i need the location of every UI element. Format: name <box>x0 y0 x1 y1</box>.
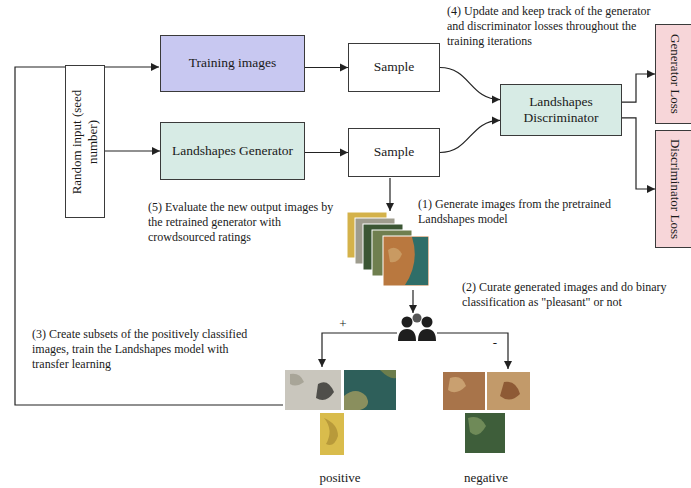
process-box: Landshapes Discriminator <box>500 84 622 136</box>
connector <box>305 152 348 153</box>
connector <box>440 68 500 100</box>
sample-box: Sample <box>348 128 440 177</box>
landscape-thumbnail <box>443 372 485 410</box>
people-icon <box>402 317 413 328</box>
thumbnail-patch <box>290 374 304 386</box>
step-note: (1) Generate images from the pretrained … <box>418 197 638 227</box>
sample-box: Sample <box>348 43 440 92</box>
landscape-thumbnail <box>285 370 341 410</box>
thumbnail-patch <box>324 418 338 445</box>
node-text: Landshapes Discriminator <box>505 94 617 126</box>
landscape-thumbnail <box>465 413 505 453</box>
sample-arrow <box>389 178 390 211</box>
connector <box>622 118 655 189</box>
people-icon <box>418 329 436 341</box>
node-text: Landshapes Generator <box>172 143 293 159</box>
thumbnail-patch <box>344 391 368 410</box>
step-note: (2) Curate generated images and do binar… <box>462 280 688 310</box>
thumbnail-patch <box>388 248 402 263</box>
thumbnail-patch <box>316 382 334 400</box>
class-label: positive <box>290 470 390 486</box>
thumbnail-patch <box>380 370 396 378</box>
landscape-thumbnail <box>487 372 530 410</box>
people-icon <box>398 329 416 341</box>
process-box: Landshapes Generator <box>160 122 305 180</box>
thumbnail-sea <box>405 237 428 285</box>
split-line <box>437 333 508 369</box>
node-text: Training images <box>189 55 277 71</box>
connector <box>622 74 655 102</box>
loss-box: Discriminator Loss <box>655 130 691 248</box>
node-text: Random input (seed number) <box>69 70 100 213</box>
thumbnail-patch <box>468 417 486 435</box>
class-label: negative <box>436 470 536 486</box>
process-box: Training images <box>160 35 305 92</box>
connector <box>105 150 160 151</box>
split-line <box>322 333 397 367</box>
connector <box>440 120 500 152</box>
people-icon <box>413 314 422 323</box>
connector <box>305 67 348 68</box>
landscape-thumbnail <box>320 413 344 455</box>
thumbnail-patch <box>500 382 520 400</box>
input-box: Random input (seed number) <box>65 65 105 218</box>
people-icon <box>422 317 433 328</box>
node-text: Generator Loss <box>667 29 683 119</box>
sign-label: - <box>488 335 502 351</box>
node-text: Sample <box>374 59 415 75</box>
node-text: Sample <box>374 144 415 160</box>
step-note: (3) Create subsets of the positively cla… <box>32 327 267 372</box>
step-note: (5) Evaluate the new output images by th… <box>148 200 343 245</box>
step-note: (4) Update and keep track of the generat… <box>447 4 655 49</box>
node-text: Discriminator Loss <box>667 135 683 243</box>
landscape-thumbnail <box>344 370 396 410</box>
landscape-thumbnail <box>383 236 429 286</box>
stack-arrow <box>412 290 413 313</box>
thumbnail-patch <box>448 377 466 392</box>
sign-label: + <box>336 316 350 332</box>
loss-box: Generator Loss <box>655 24 691 124</box>
